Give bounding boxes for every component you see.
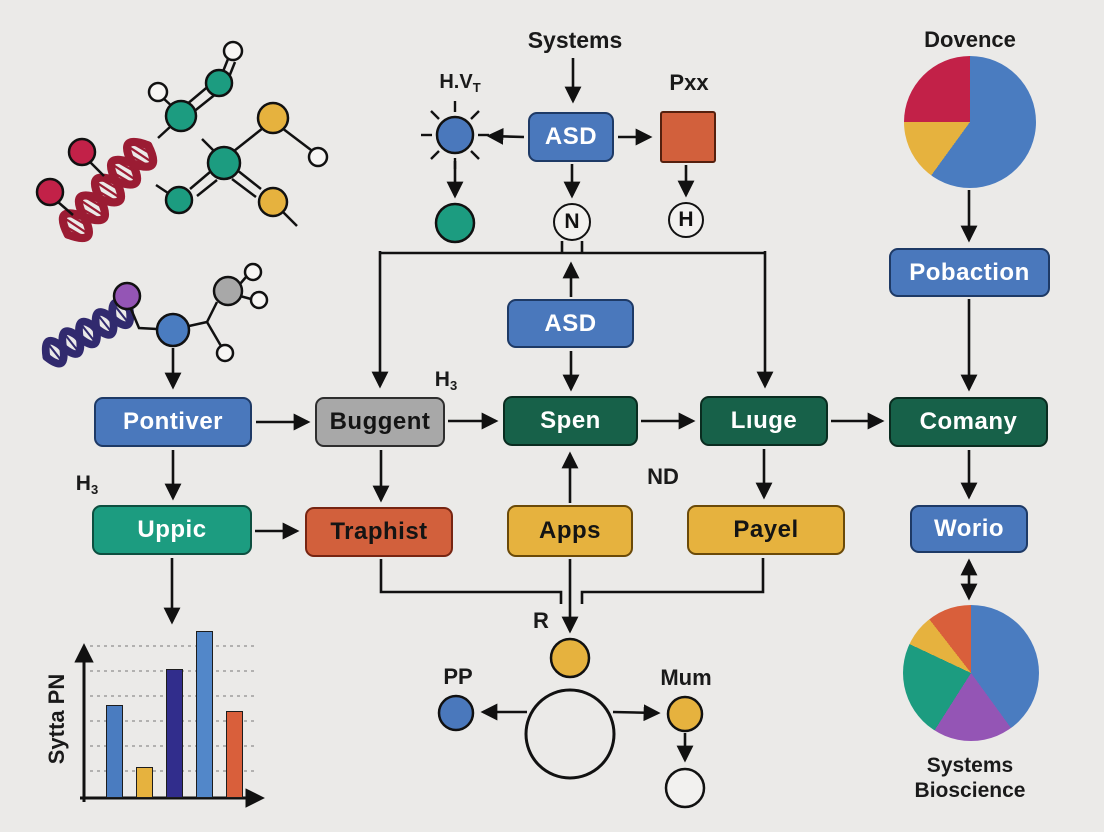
bar bbox=[166, 669, 183, 798]
hub-circle bbox=[524, 688, 616, 780]
box-luge: Lıuge bbox=[700, 396, 828, 446]
box-comany: Comany bbox=[889, 397, 1048, 447]
hv-label: H.VT bbox=[439, 71, 481, 95]
pxx-label: Pxx bbox=[669, 70, 709, 95]
bioscience-label: Systems Bioscience bbox=[914, 754, 1026, 802]
pp-label: PP bbox=[443, 664, 473, 689]
atom-teal bbox=[164, 185, 194, 215]
dna-helix-icon bbox=[41, 298, 135, 368]
box-apps: Apps bbox=[507, 505, 633, 557]
box-traphist: Traphist bbox=[305, 507, 453, 557]
pie-chart-bioscience bbox=[903, 605, 1039, 741]
atom-gray bbox=[212, 275, 244, 307]
atom-crimson bbox=[35, 177, 65, 207]
pxx-square bbox=[660, 111, 716, 163]
box-payel: Payel bbox=[687, 505, 845, 555]
h3-label-mid: H3 bbox=[434, 368, 458, 393]
box-asd-top: ASD bbox=[528, 112, 614, 162]
mum-label: Mum bbox=[660, 665, 712, 690]
h3-label-left: H3 bbox=[75, 472, 99, 497]
atom-yellow bbox=[257, 186, 289, 218]
atom-hydrogen bbox=[307, 146, 329, 168]
molecule-illustration-2 bbox=[41, 262, 269, 368]
molecule-illustration-1 bbox=[35, 40, 329, 243]
atom-teal bbox=[204, 68, 234, 98]
dovence-label: Dovence bbox=[924, 27, 1016, 52]
atom-teal bbox=[206, 145, 242, 181]
atom-hydrogen bbox=[222, 40, 244, 62]
teal-node bbox=[434, 202, 476, 244]
atom-purple bbox=[112, 281, 142, 311]
bar bbox=[106, 705, 123, 798]
box-spen: Spen bbox=[503, 396, 638, 446]
empty-node bbox=[664, 767, 706, 809]
nd-label: ND bbox=[647, 464, 679, 489]
atom-teal bbox=[164, 99, 198, 133]
systems-label: Systems bbox=[527, 27, 623, 53]
pie-chart-dovence bbox=[904, 56, 1036, 188]
box-uppic: Uppic bbox=[92, 505, 252, 555]
pp-node bbox=[437, 694, 475, 732]
atom-yellow bbox=[256, 101, 290, 135]
bar-chart-plot bbox=[84, 626, 269, 798]
dna-helix-icon bbox=[58, 137, 158, 243]
n-node: N bbox=[553, 203, 591, 241]
virus-burst-icon bbox=[421, 101, 489, 169]
box-buggent: Buggent bbox=[315, 397, 445, 447]
bar-chart-ylabel: Sytta PN bbox=[44, 673, 69, 765]
box-pobaction: Pobaction bbox=[889, 248, 1050, 297]
atom-crimson bbox=[67, 137, 97, 167]
atom-hydrogen bbox=[147, 81, 169, 103]
atom-blue bbox=[155, 312, 191, 348]
r-node bbox=[549, 637, 591, 679]
bar bbox=[136, 767, 153, 798]
r-label: R bbox=[533, 608, 549, 633]
box-worio: Worio bbox=[910, 505, 1028, 553]
atom-hydrogen bbox=[215, 343, 235, 363]
h-node: H bbox=[668, 202, 704, 238]
atom-hydrogen bbox=[243, 262, 263, 282]
bar bbox=[226, 711, 243, 798]
box-asd-mid: ASD bbox=[507, 299, 634, 348]
box-pontiver: Pontiver bbox=[94, 397, 252, 447]
mum-node bbox=[666, 695, 704, 733]
bar bbox=[196, 631, 213, 798]
atom-hydrogen bbox=[249, 290, 269, 310]
